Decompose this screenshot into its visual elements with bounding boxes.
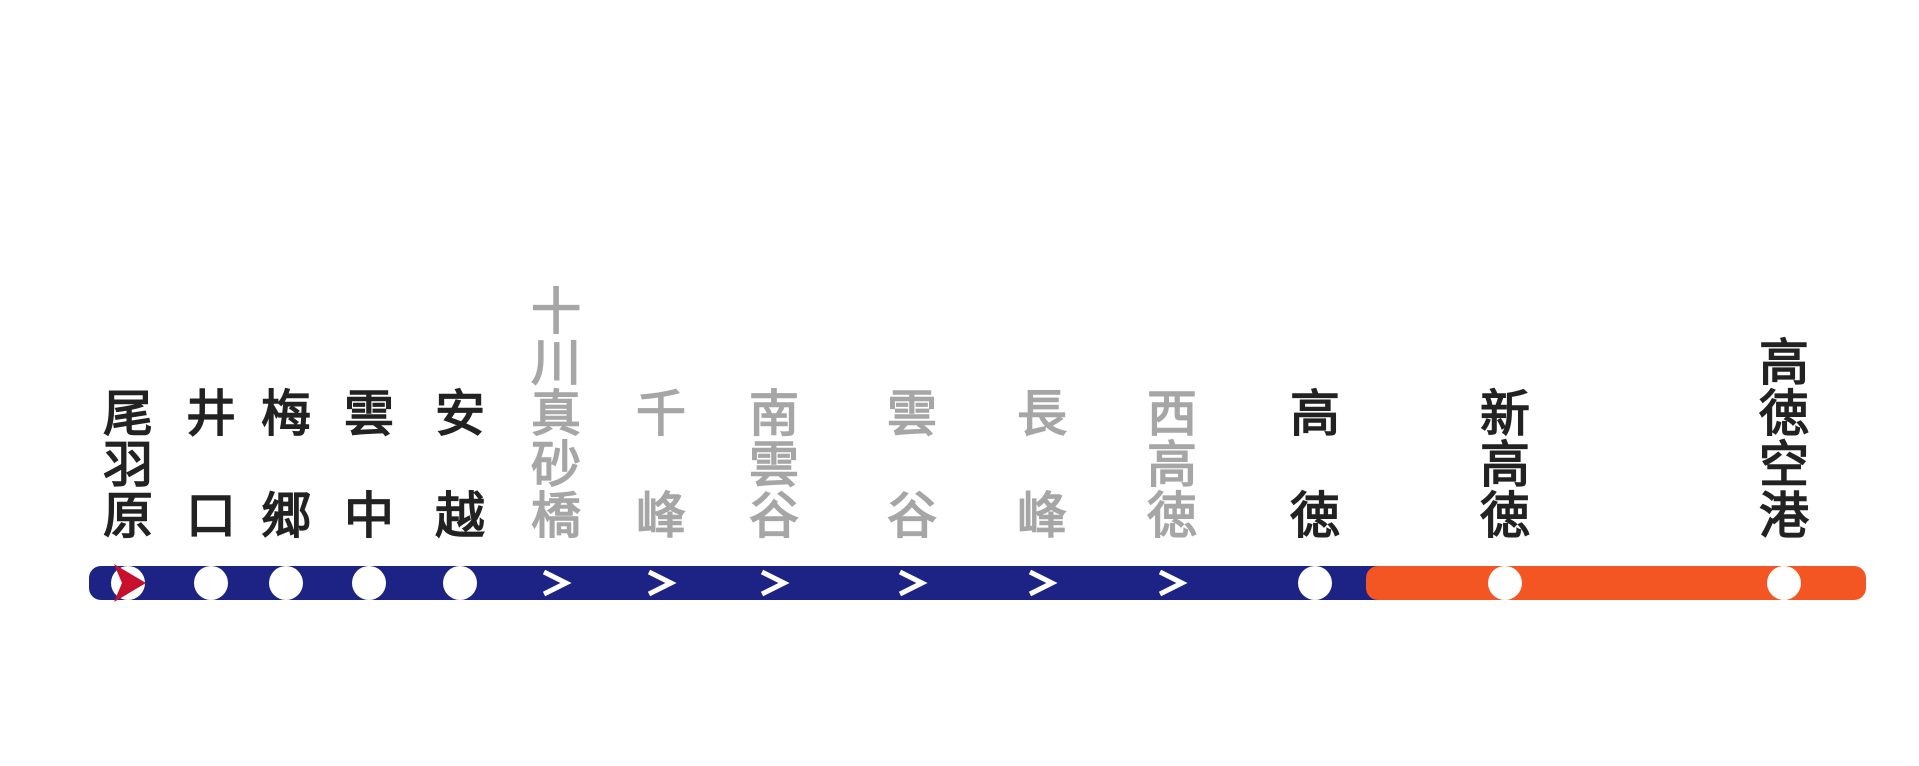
- stop-dot-12: [1488, 566, 1522, 600]
- station-label-9: 長峰: [1017, 389, 1067, 542]
- station-label-char: 川: [531, 334, 581, 392]
- pass-chevron-icon-5: [542, 569, 572, 597]
- current-position-arrow-icon: [114, 564, 146, 602]
- station-label-0: 尾羽原: [103, 389, 153, 542]
- station-label-char: 梅: [261, 385, 311, 443]
- station-label-3: 雲中: [344, 389, 394, 542]
- station-label-char: 尾: [103, 385, 153, 443]
- pass-chevron-icon-6: [647, 569, 677, 597]
- station-label-char: 十: [531, 283, 581, 341]
- station-label-char: 橋: [531, 487, 581, 545]
- station-label-char: 南: [749, 385, 799, 443]
- station-label-char: 千: [636, 385, 686, 443]
- station-label-char: 羽: [103, 436, 153, 494]
- pass-chevron-icon-7: [760, 569, 790, 597]
- station-label-char: 井: [186, 385, 236, 443]
- station-label-char: 真: [531, 385, 581, 443]
- station-label-char: 砂: [531, 436, 581, 494]
- station-label-char: 谷: [887, 487, 937, 545]
- station-label-char: 高: [1480, 436, 1530, 494]
- station-label-char: 雲: [887, 385, 937, 443]
- station-label-5: 十川真砂橋: [531, 287, 581, 542]
- station-label-char: 谷: [749, 487, 799, 545]
- station-label-2: 梅郷: [261, 389, 311, 542]
- stop-dot-1: [194, 566, 228, 600]
- station-label-char: 徳: [1290, 487, 1340, 545]
- station-label-char: 高: [1147, 436, 1197, 494]
- station-label-7: 南雲谷: [749, 389, 799, 542]
- station-label-char: 空: [1759, 436, 1809, 494]
- station-label-8: 雲谷: [887, 389, 937, 542]
- station-label-char: 口: [186, 487, 236, 545]
- station-label-char: 雲: [344, 385, 394, 443]
- station-label-char: 中: [344, 487, 394, 545]
- station-label-char: 峰: [1017, 487, 1067, 545]
- station-label-char: 越: [435, 487, 485, 545]
- stop-dot-4: [443, 566, 477, 600]
- station-label-13: 高徳空港: [1759, 338, 1809, 542]
- station-label-char: 港: [1759, 487, 1809, 545]
- station-label-char: 安: [435, 385, 485, 443]
- pass-chevron-icon-8: [898, 569, 928, 597]
- stop-dot-11: [1298, 566, 1332, 600]
- station-label-char: 西: [1147, 385, 1197, 443]
- station-label-12: 新高徳: [1480, 389, 1530, 542]
- station-label-6: 千峰: [636, 389, 686, 542]
- station-label-char: 徳: [1480, 487, 1530, 545]
- stop-dot-2: [269, 566, 303, 600]
- station-label-char: 雲: [749, 436, 799, 494]
- station-label-char: 新: [1480, 385, 1530, 443]
- pass-chevron-icon-9: [1028, 569, 1058, 597]
- stop-dot-13: [1767, 566, 1801, 600]
- station-label-10: 西高徳: [1147, 389, 1197, 542]
- stop-dot-3: [352, 566, 386, 600]
- pass-chevron-icon-10: [1158, 569, 1188, 597]
- station-label-char: 高: [1290, 385, 1340, 443]
- station-label-char: 高: [1759, 334, 1809, 392]
- station-label-char: 峰: [636, 487, 686, 545]
- station-label-1: 井口: [186, 389, 236, 542]
- station-label-char: 徳: [1759, 385, 1809, 443]
- station-label-char: 長: [1017, 385, 1067, 443]
- station-label-char: 郷: [261, 487, 311, 545]
- station-label-11: 高徳: [1290, 389, 1340, 542]
- station-label-char: 原: [103, 487, 153, 545]
- station-label-char: 徳: [1147, 487, 1197, 545]
- station-label-4: 安越: [435, 389, 485, 542]
